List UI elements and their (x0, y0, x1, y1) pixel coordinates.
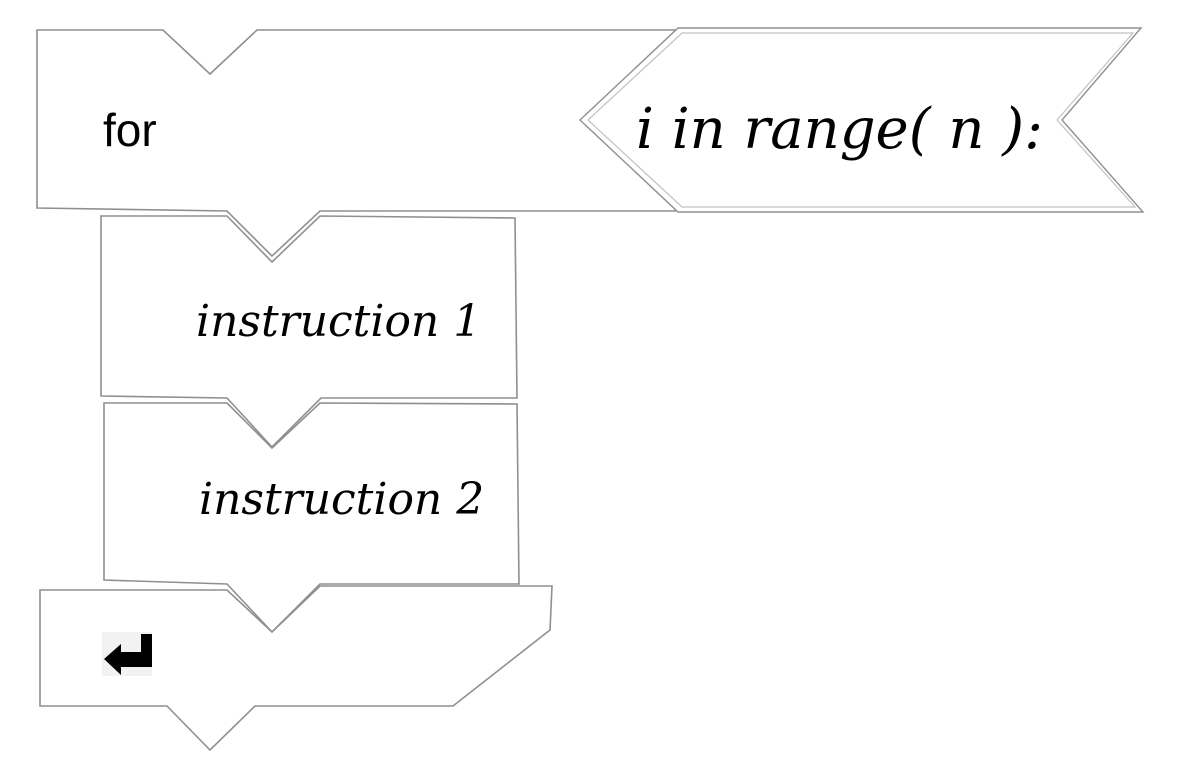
loop-argument-block[interactable]: i in range( n ): (578, 27, 1145, 213)
instruction-block-2[interactable]: instruction 2 (103, 402, 520, 634)
instruction-1-text: instruction 1 (196, 296, 481, 347)
return-arrow-icon (102, 632, 152, 676)
instruction-2-text: instruction 2 (199, 474, 484, 525)
for-keyword: for (103, 104, 157, 156)
for-block[interactable]: for (36, 29, 676, 258)
instruction-block-1[interactable]: instruction 1 (100, 215, 518, 449)
loop-argument-text: i in range( n ): (636, 97, 1043, 162)
loop-end-block[interactable] (39, 585, 553, 752)
